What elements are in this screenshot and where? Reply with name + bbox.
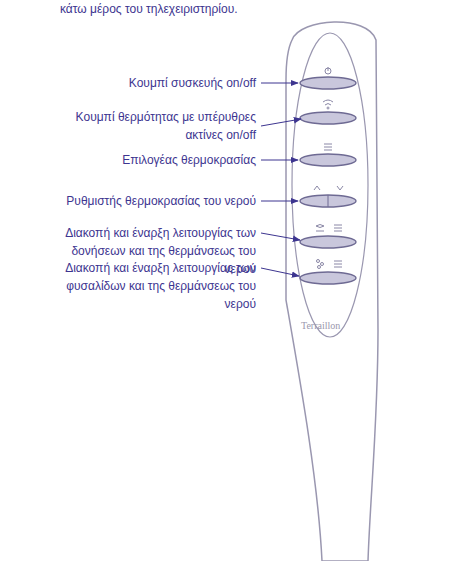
button-divider <box>328 195 329 207</box>
buttons <box>300 77 356 284</box>
button-label: Ρυθμιστής θερμοκρασίας του νερού <box>16 192 256 210</box>
button-label: Κουμπί συσκευής on/off <box>16 74 256 92</box>
leader-arrows <box>261 83 301 276</box>
button-icons <box>314 67 343 269</box>
front-panel <box>292 33 368 337</box>
button-label: Επιλογέας θερμοκρασίας <box>16 151 256 169</box>
remote-housing <box>286 22 378 561</box>
button-label: Διακοπή και έναρξη λειτουργίας των φυσαλ… <box>52 259 256 313</box>
brand-name: Terraillon <box>301 320 361 332</box>
caption-fragment: κάτω μέρος του τηλεχειριστηρίου. <box>60 0 320 18</box>
button-label: Κουμπί θερμότητας με υπέρυθρες ακτίνες o… <box>56 108 256 144</box>
